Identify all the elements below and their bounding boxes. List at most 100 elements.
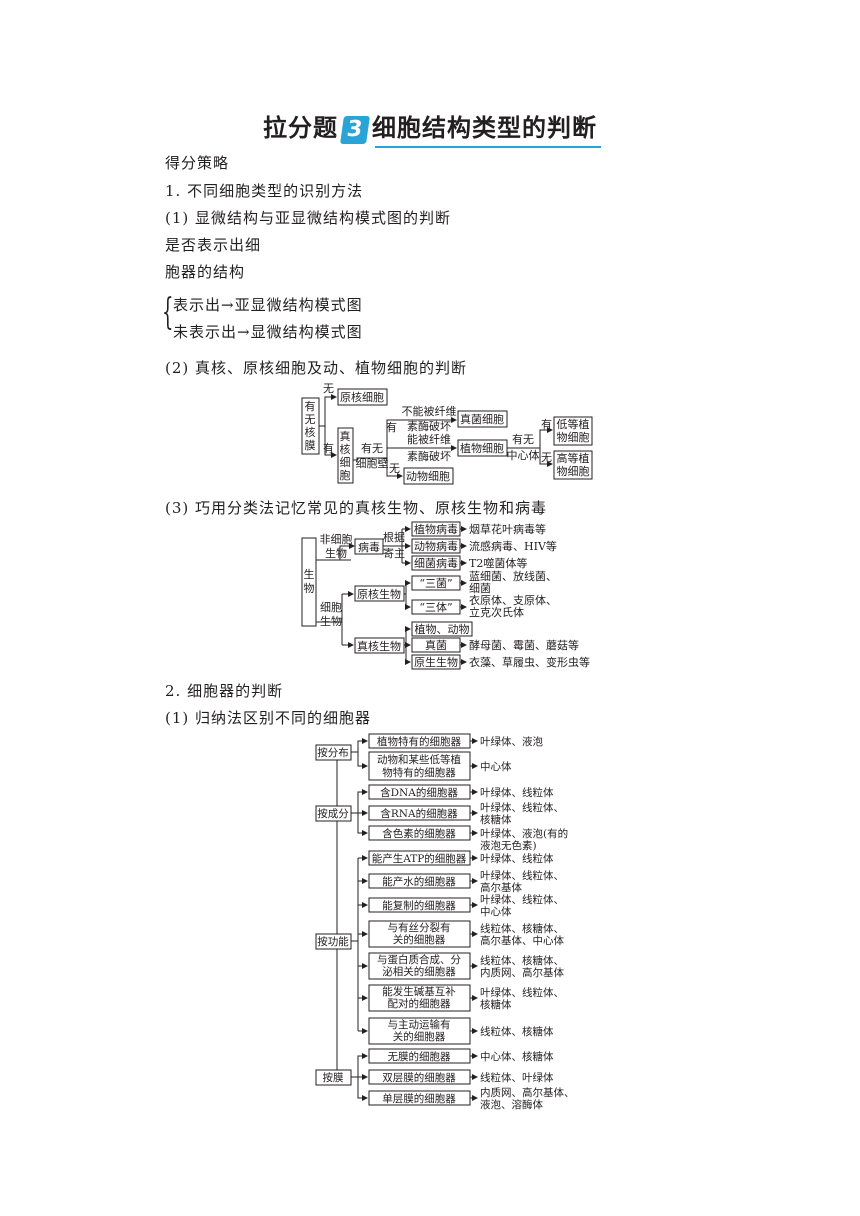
c2-label: 含RNA的细胞器 xyxy=(380,807,458,820)
three-body-example-2: 立克次氏体 xyxy=(469,605,524,619)
c3-result-2: 液泡无色素) xyxy=(480,839,537,852)
f5-box xyxy=(368,952,471,980)
f3-result-1: 叶绿体、线粒体、 xyxy=(480,893,564,906)
title-text: 细胞结构类型的判断 xyxy=(372,114,597,142)
protist-label: 原生生物 xyxy=(414,655,458,669)
title-prefix: 拉分题 xyxy=(263,114,338,142)
question-line-1: 是否表示出细 xyxy=(165,236,262,254)
edge xyxy=(386,417,457,458)
higher-plant-box xyxy=(553,450,593,480)
m3-label: 单层膜的细胞器 xyxy=(382,1092,456,1105)
can-digest-b: 素酶破坏 xyxy=(407,449,451,463)
fungi-example: 酵母菌、霉菌、蘑菇等 xyxy=(469,638,579,652)
section-1-2: (2) 真核、原核细胞及动、植物细胞的判断 xyxy=(165,359,468,377)
edge xyxy=(386,458,403,479)
edge xyxy=(404,626,411,646)
section-2: 2. 细胞器的判断 xyxy=(165,682,284,700)
cell-1: 细胞 xyxy=(320,601,342,614)
c3-label: 含色素的细胞器 xyxy=(382,827,456,840)
plant-virus-example: 烟草花叶病毒等 xyxy=(469,522,546,536)
f5-result-1: 线粒体、核糖体、 xyxy=(480,954,564,967)
prokaryote-label: 原核细胞 xyxy=(340,390,384,404)
eukaryote-box xyxy=(337,427,354,484)
by-dist-label: 按分布 xyxy=(317,746,349,759)
f2-result-2: 高尔基体 xyxy=(480,881,522,894)
f7-label-b: 关的细胞器 xyxy=(393,1030,446,1043)
m1-label: 无膜的细胞器 xyxy=(388,1050,451,1063)
f4-result-1: 线粒体、核糖体、 xyxy=(480,922,564,935)
root-box xyxy=(301,537,317,627)
organism-classification-tree: 生 物 非细胞 生物 病毒 根据 寄主 植物病毒 动物病毒 细菌病毒 烟草花叶病… xyxy=(301,521,590,670)
d2-label-b: 物特有的细胞器 xyxy=(382,766,456,779)
root-char-4: 膜 xyxy=(305,439,316,452)
fungi-label: 真菌细胞 xyxy=(460,412,504,426)
f6-result-1: 叶绿体、线粒体、 xyxy=(480,986,564,999)
f6-label-b: 配对的细胞器 xyxy=(388,997,451,1010)
by-mem-label: 按膜 xyxy=(323,1071,344,1084)
d2-box xyxy=(368,751,471,781)
f3-label: 能复制的细胞器 xyxy=(382,899,456,912)
host-2: 寄主 xyxy=(383,546,405,560)
higher-plant-2: 物细胞 xyxy=(557,464,590,478)
animal-box xyxy=(403,467,454,485)
brace: { xyxy=(162,292,174,333)
wall-q-1: 有无 xyxy=(361,441,383,455)
f3-result-2: 中心体 xyxy=(480,905,512,918)
edge xyxy=(539,427,553,448)
centro-q-1: 有无 xyxy=(512,432,534,446)
f2-result-1: 叶绿体、线粒体、 xyxy=(480,869,564,882)
section-strategy: 得分策略 xyxy=(165,154,230,172)
d1-result: 叶绿体、液泡 xyxy=(480,735,543,748)
edge xyxy=(404,580,411,595)
edge xyxy=(539,448,553,467)
label-wu: 无 xyxy=(323,382,334,395)
edge xyxy=(357,1077,368,1101)
f5-label-a: 与蛋白质合成、分 xyxy=(377,953,461,966)
edge xyxy=(351,1053,368,1078)
plant-animal-label: 植物、动物 xyxy=(415,622,470,636)
eukaryote-label: 真核生物 xyxy=(357,639,401,653)
c1-label: 含DNA的细胞器 xyxy=(380,786,458,799)
d1-label: 植物特有的细胞器 xyxy=(377,735,461,748)
cell-type-tree: 有 无 核 膜 无 有 原核细胞 真 核 细 胞 有无 细胞壁 有 无 不能被纤… xyxy=(301,382,593,485)
virus-label: 病毒 xyxy=(358,540,380,554)
label-wu3: 无 xyxy=(541,451,552,464)
yes-branch-line: 表示出→亚显微结构模式图 xyxy=(173,296,363,314)
eukaryote-char-3: 细 xyxy=(340,456,351,469)
three-body-label: “三体” xyxy=(419,600,452,614)
animal-virus-example: 流感病毒、HIV等 xyxy=(469,539,557,553)
plant-virus-label: 植物病毒 xyxy=(414,522,458,536)
edge xyxy=(339,543,355,560)
f6-box xyxy=(368,984,471,1012)
protist-example: 衣藻、草履虫、变形虫等 xyxy=(469,655,590,669)
bact-virus-example: T2噬菌体等 xyxy=(469,556,527,570)
label-wu2: 无 xyxy=(389,462,400,475)
c2-result-2: 核糖体 xyxy=(480,813,512,826)
host-1: 根据 xyxy=(383,530,405,544)
prokaryote-label: 原核生物 xyxy=(357,587,401,601)
eukaryote-char-2: 核 xyxy=(340,442,351,456)
three-body-example-1: 衣原体、支原体、 xyxy=(469,593,557,607)
edge xyxy=(405,594,411,610)
label-you2: 有 xyxy=(386,420,397,434)
edge xyxy=(353,457,387,461)
by-comp-label: 按成分 xyxy=(317,807,349,820)
question-line-2: 胞器的结构 xyxy=(165,263,246,281)
three-bact-label: “三菌” xyxy=(419,577,452,590)
lower-plant-2: 物细胞 xyxy=(557,430,590,444)
title-underline xyxy=(375,146,601,148)
edge xyxy=(351,789,368,814)
section-1-3: (3) 巧用分类法记忆常见的真核生物、原核生物和病毒 xyxy=(165,499,548,517)
root-char-2: 无 xyxy=(305,413,316,426)
eukaryote-char-1: 真 xyxy=(340,429,351,443)
f5-result-2: 内质网、高尔基体 xyxy=(480,966,564,979)
f7-box xyxy=(368,1017,471,1045)
edge xyxy=(357,813,368,836)
section-1-1: (1) 显微结构与亚显微结构模式图的判断 xyxy=(165,209,452,227)
cell-2: 生物 xyxy=(320,614,342,628)
not-digest-a: 不能被纤维 xyxy=(402,404,457,418)
c2-result-1: 叶绿体、线粒体、 xyxy=(480,801,564,814)
f4-label-a: 与有丝分裂有 xyxy=(388,921,451,934)
